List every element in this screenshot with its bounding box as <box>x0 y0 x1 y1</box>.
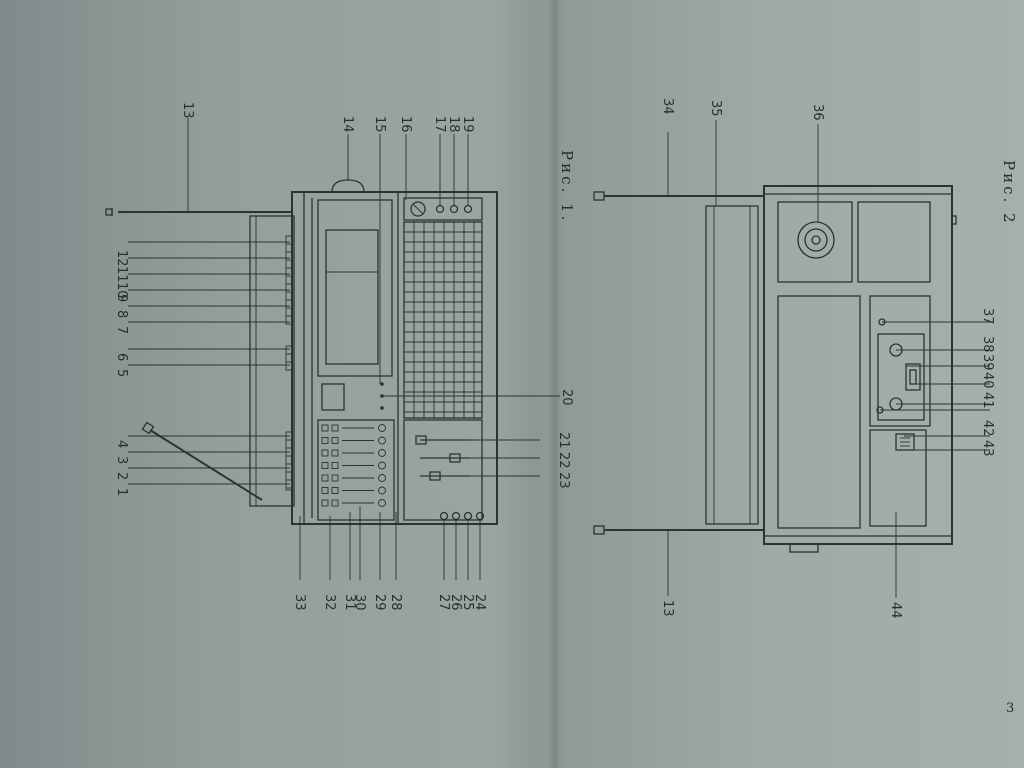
callout-11: 11 <box>114 266 129 283</box>
callout-25: 25 <box>460 594 475 611</box>
callout-32: 32 <box>322 594 337 611</box>
figure-2-leaders <box>667 120 990 598</box>
callout-12: 12 <box>114 250 129 267</box>
callout-34: 34 <box>660 98 675 115</box>
callout-13: 13 <box>180 102 195 119</box>
callout-21: 21 <box>556 432 571 449</box>
callout-33: 33 <box>292 594 307 611</box>
callout-4: 4 <box>114 440 129 448</box>
callout-7: 7 <box>114 326 129 334</box>
callout-43: 43 <box>980 440 995 457</box>
callout-18: 18 <box>446 116 461 133</box>
callout-9: 9 <box>114 294 129 302</box>
figure-1-labels: 1 2 3 4 5 6 7 8 9 10 11 12 13 14 15 16 1… <box>114 102 574 611</box>
figure-2-caption: Рис. 2 <box>1000 160 1018 226</box>
callout-29: 29 <box>372 594 387 611</box>
figure-2-labels: 34 35 36 37 38 39 40 41 42 43 13 44 <box>660 98 995 619</box>
figure-2-device <box>593 185 957 553</box>
callout-17: 17 <box>432 116 447 133</box>
callout-28: 28 <box>388 594 403 611</box>
callout-6: 6 <box>114 353 129 361</box>
callout-3: 3 <box>114 456 129 464</box>
figure-1-caption: Рис. 1. <box>558 150 576 223</box>
callout-30: 30 <box>352 594 367 611</box>
callout-36: 36 <box>810 104 825 121</box>
callout-23: 23 <box>556 472 571 489</box>
callout-24: 24 <box>472 594 487 611</box>
page-fold <box>548 0 562 768</box>
figure-1-leaders <box>128 118 560 580</box>
callout-16: 16 <box>398 116 413 133</box>
callout-37: 37 <box>980 308 995 325</box>
callout-39: 39 <box>980 354 995 371</box>
callout-42: 42 <box>980 420 995 437</box>
callout-22: 22 <box>556 452 571 469</box>
callout-10: 10 <box>114 282 129 299</box>
callout-2: 2 <box>114 472 129 480</box>
page-number: 3 <box>1006 701 1014 716</box>
callout-8: 8 <box>114 310 129 318</box>
callout-5: 5 <box>114 369 129 377</box>
callout-27: 27 <box>436 594 451 611</box>
callout-15: 15 <box>372 116 387 133</box>
callout-41: 41 <box>980 392 995 409</box>
callout-38: 38 <box>980 336 995 353</box>
callout-35: 35 <box>708 100 723 117</box>
callout-40: 40 <box>980 372 995 389</box>
callout-44: 44 <box>888 602 903 619</box>
callout-26: 26 <box>448 594 463 611</box>
callout-19: 19 <box>460 116 475 133</box>
callout-14: 14 <box>340 116 355 133</box>
callout-13-rear: 13 <box>660 600 675 617</box>
callout-1: 1 <box>114 488 129 496</box>
callout-31: 31 <box>342 594 357 611</box>
callout-20: 20 <box>559 389 574 406</box>
figure-1-device <box>105 179 498 525</box>
